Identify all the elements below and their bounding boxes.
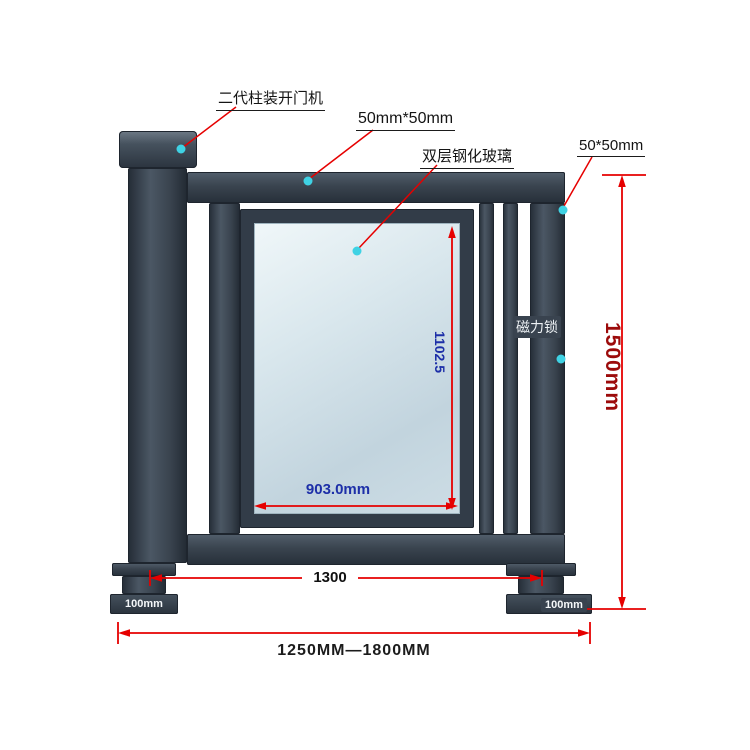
dim-line-overall-width	[117, 622, 591, 644]
dim-total-height: 1500mm	[601, 321, 624, 413]
left-foot-flange	[112, 563, 176, 576]
opener-column-cap	[119, 131, 197, 168]
label-maglock: 磁力锁	[513, 316, 561, 338]
dim-glass-height: 1102.5	[432, 330, 448, 374]
opener-column-post	[128, 168, 187, 563]
dim-glass-width: 903.0mm	[305, 481, 371, 498]
label-opener: 二代柱装开门机	[216, 87, 326, 111]
label-glass: 双层钢化玻璃	[420, 145, 515, 169]
right-foot-pedestal	[518, 576, 564, 594]
dim-width-range: 1250MM—1800MM	[277, 642, 431, 659]
glass-frame	[240, 209, 474, 528]
dim-left-foot-width: 100mm	[125, 598, 163, 610]
gate-left-stile	[209, 203, 240, 534]
gate-right-stile	[530, 203, 565, 534]
right-foot-flange	[506, 563, 576, 576]
gate-top-rail	[187, 172, 565, 203]
label-top-tube-size: 50mm*50mm	[356, 110, 456, 131]
left-foot-pedestal	[122, 576, 166, 594]
left-foot-base	[110, 594, 178, 614]
dim-clear-span: 1300	[302, 566, 358, 589]
label-right-tube-size: 50*50mm	[577, 137, 646, 157]
dim-right-foot-width: 100mm	[541, 598, 587, 612]
glass-panel	[254, 223, 460, 514]
gate-bottom-rail	[187, 534, 565, 565]
vertical-bar	[479, 203, 494, 534]
vertical-bar	[503, 203, 518, 534]
